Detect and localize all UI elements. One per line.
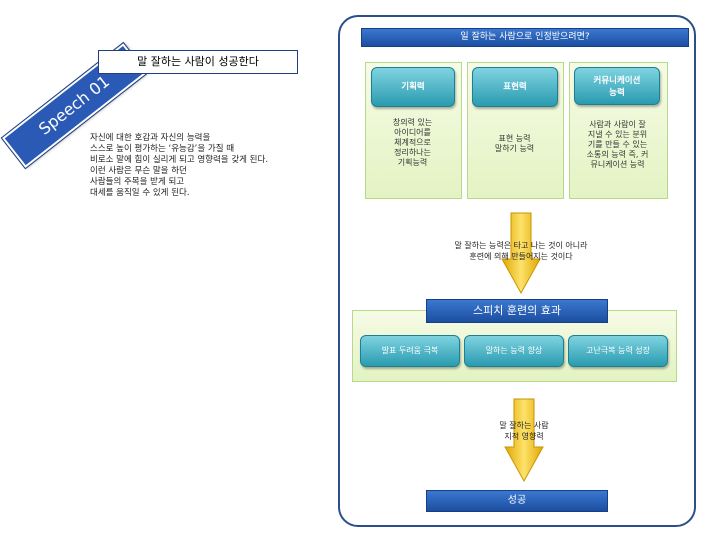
column-line: 표현 능력 (498, 134, 531, 143)
column-line: 기획능력 (397, 158, 428, 167)
intro-line: 이런 사람은 무슨 말을 하던 (90, 166, 187, 176)
column-line: 창의력 있는 (392, 118, 433, 127)
column-expression-text: 표현 능력 말하기 능력 (467, 134, 562, 154)
heading-expression: 표현력 (472, 67, 558, 107)
heading-communication-line: 능력 (609, 88, 625, 98)
arrow-label-line: 말 잘하는 사람 (499, 421, 549, 430)
column-line: 소통의 능력 즉, 커 (586, 150, 649, 159)
arrow-label-line: 지적 영향력 (504, 432, 544, 441)
panel-top-bar: 일 잘하는 사람으로 인정받으려면? (361, 28, 689, 47)
arrow-label-line: 말 잘하는 능력은 타고 나는 것이 아니라 (454, 241, 588, 250)
down-arrow-icon (501, 211, 541, 295)
effects-title-bar: 스피치 훈련의 효과 (426, 299, 608, 323)
column-line: 사람과 사람이 잘 (589, 120, 646, 129)
heading-planning: 기획력 (371, 67, 455, 107)
effect-fear: 발표 두려움 극복 (360, 335, 460, 367)
intro-line: 자신에 대한 호감과 자신의 능력을 (90, 133, 211, 143)
column-line: 지낼 수 있는 분위 (587, 130, 648, 139)
heading-communication-line: 커뮤니케이션 (593, 76, 641, 86)
column-line: 기를 만들 수 있는 (587, 140, 648, 149)
arrow1-label: 말 잘하는 능력은 타고 나는 것이 아니라 훈련에 의해 만들어지는 것이다 (400, 240, 642, 262)
success-bar: 성공 (426, 490, 608, 512)
down-arrow-icon (504, 397, 544, 483)
page-title: 말 잘하는 사람이 성공한다 (98, 50, 298, 74)
column-line: 체계적으로 (394, 138, 431, 147)
column-line: 말하기 능력 (494, 144, 535, 153)
intro-line: 대세를 움직일 수 있게 된다. (90, 188, 190, 198)
column-planning-text: 창의력 있는 아이디어를 체계적으로 정리하나는 기획능력 (365, 118, 460, 168)
heading-planning-label: 기획력 (401, 82, 425, 92)
intro-text: 자신에 대한 호감과 자신의 능력을 스스로 높이 평가하는 ‘유능감’을 가질… (90, 133, 350, 199)
heading-expression-label: 표현력 (503, 82, 527, 92)
arrow-label-line: 훈련에 의해 만들어지는 것이다 (469, 252, 573, 261)
column-communication-text: 사람과 사람이 잘 지낼 수 있는 분위 기를 만들 수 있는 소통의 능력 즉… (569, 120, 666, 170)
arrow2-label: 말 잘하는 사람 지적 영향력 (464, 420, 584, 442)
effect-speaking: 말하는 능력 향상 (464, 335, 564, 367)
column-line: 정리하나는 (394, 148, 431, 157)
intro-line: 사람들의 주목을 받게 되고 (90, 177, 185, 187)
intro-line: 스스로 높이 평가하는 ‘유능감’을 가질 때 (90, 144, 235, 154)
column-line: 아이디어를 (394, 128, 431, 137)
intro-line: 비로소 말에 힘이 실리게 되고 영향력을 갖게 된다. (90, 155, 269, 165)
effect-resilience: 고난극복 능력 성장 (568, 335, 668, 367)
heading-communication: 커뮤니케이션 능력 (574, 67, 660, 105)
column-line: 뮤니케이션 능력 (590, 160, 645, 169)
